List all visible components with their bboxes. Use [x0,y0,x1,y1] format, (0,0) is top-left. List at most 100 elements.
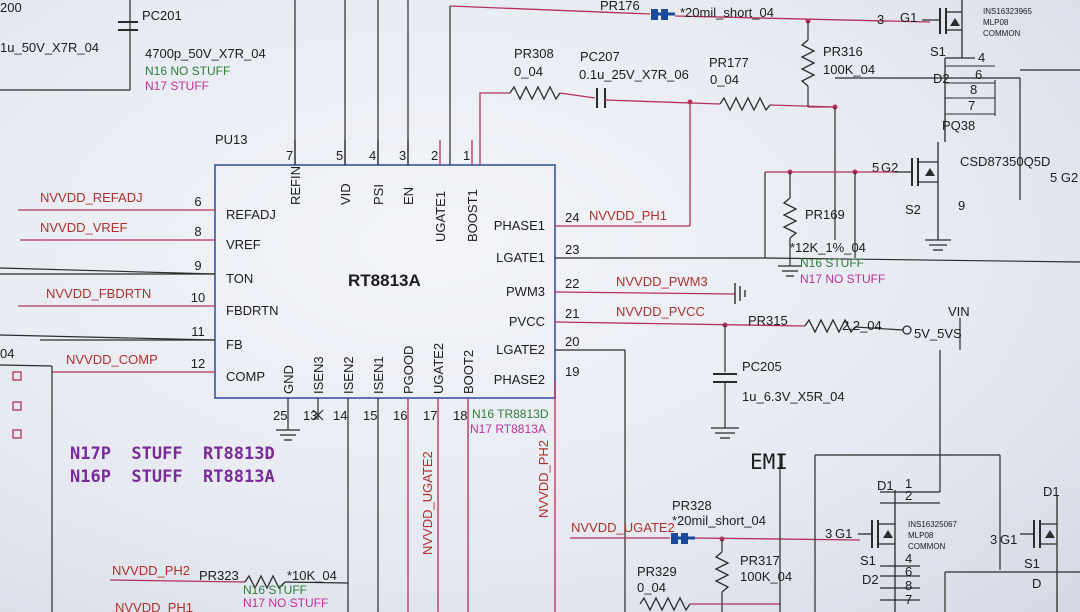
vin-label: VIN [948,304,970,319]
pr329-ref: PR329 [637,564,677,579]
pr169-area: PR169 *12K_1%_04 N16 STUFF N17 NO STUFF [555,169,1080,286]
bottom-pin-name-13: ISEN3 [311,356,326,394]
ugate2-vertical-label: NVVDD_UGATE2 [420,451,435,555]
rail-5v-label: 5V_5VS [914,326,962,341]
left-pin-net-8: NVVDD_VREF [40,220,127,235]
right-pin-name-19: PHASE2 [494,372,545,387]
pq38-pin9: 9 [958,198,965,213]
pr317-value: 100K_04 [740,569,792,584]
far-right-d1: D1 [1043,484,1060,499]
bottom-pin-num-13: 13 [303,408,317,423]
pq38-s2: S2 [905,202,921,217]
bottom-mos-pin-1: 1 [905,476,912,491]
notes: N17P STUFF RT8813D N16P STUFF RT8813A EM… [70,444,788,487]
top-pin-name-7: REFIN [288,166,303,205]
pr169-n17: N17 NO STUFF [800,272,885,286]
pr328-short-label: *20mil_short_04 [672,513,766,528]
pr316-resistor [800,39,816,87]
pq38-pin-8: 8 [970,82,977,97]
pr176-short-label: *20mil_short_04 [680,5,774,20]
pr308-value: 0_04 [514,64,543,79]
frag-200: 200 [0,0,22,15]
top-pin-num-1: 1 [463,148,470,163]
bottom-desc-3: COMMON [908,542,946,551]
pq38-desc-1: INS16323965 [983,7,1032,16]
pq38-lower-mosfet [895,142,951,251]
bottom-mos-pin-2: 2 [905,488,912,503]
bottom-mos-pin-8: 8 [905,578,912,593]
pr323-n17: N17 NO STUFF [243,596,328,610]
far-right-g1-num: 3 [990,532,997,547]
left-pin-num-12: 12 [191,356,205,371]
pq38-desc-3: COMMON [983,29,1021,38]
bottom-pin-num-17: 17 [423,408,437,423]
ph2-vertical-label: NVVDD_PH2 [536,440,551,518]
bottom-mos-pin-6: 6 [905,564,912,579]
right-pin-net-22: NVVDD_PWM3 [616,274,708,289]
left-pin-net-6: NVVDD_REFADJ [40,190,143,205]
top-right-area: PR176 *20mil_short_04 PR316 100K_04 3 G1… [449,0,1080,251]
pr169-value: *12K_1%_04 [790,240,866,255]
chip-pins: 6REFADJNVVDD_REFADJ8VREFNVVDD_VREF9TON10… [0,140,708,423]
bottom-pin-name-15: ISEN1 [371,356,386,394]
pq38-g1: G1 [900,10,917,25]
bottom-d2: D2 [862,572,879,587]
pr329-value: 0_04 [637,580,666,595]
right-pin-num-24: 24 [565,210,579,225]
pc207-ref: PC207 [580,49,620,64]
top-pin-name-3: EN [401,187,416,205]
bottom-upper-mosfet [858,490,940,612]
chip-rt8813a: PU13 RT8813A 6REFADJNVVDD_REFADJ8VREFNVV… [0,132,708,436]
left-wires: 04 [0,0,409,612]
bottom-pin-name-14: ISEN2 [341,356,356,394]
left-pin-num-11: 11 [191,324,205,339]
pc201-n17: N17 STUFF [145,79,209,93]
right-pin-name-24: PHASE1 [494,218,545,233]
bottom-pin-num-16: 16 [393,408,407,423]
bottom-desc-1: INS16325067 [908,520,957,529]
pc205-ref: PC205 [742,359,782,374]
note-n16p: N16P STUFF RT8813A [70,467,275,487]
pr169-n16: N16 STUFF [800,256,864,270]
rail-5v-connector [902,325,912,335]
pq38-pin3: 3 [877,12,884,27]
bottom-d1: D1 [877,478,894,493]
pq38-part: CSD87350Q5D [960,154,1050,169]
pq38-desc-2: MLP08 [983,18,1009,27]
far-right-d: D [1032,576,1041,591]
top-pin-num-7: 7 [286,148,293,163]
left-pin-num-6: 6 [194,194,201,209]
chip-n16-note: N16 TR8813D [472,407,549,421]
left-pin-name-12: COMP [226,369,265,384]
left-pin-num-8: 8 [194,224,201,239]
right-pin-name-20: LGATE2 [496,342,545,357]
bottom-pin-name-17: UGATE2 [431,343,446,394]
pr323-resistor [244,574,286,590]
right-pin-num-19: 19 [565,364,579,379]
top-pin-num-4: 4 [369,148,376,163]
far-right-g1: G1 [1000,532,1017,547]
top-pin-name-1: BOOST1 [465,189,480,242]
ugate2-net-label: NVVDD_UGATE2 [571,520,675,535]
right-pin-num-23: 23 [565,242,579,257]
pq38-pin-6: 6 [975,67,982,82]
boost-network: PR308 0_04 PC207 0.1u_25V_X7R_06 PR177 0… [479,46,836,226]
right-pin-num-21: 21 [565,306,579,321]
pr328-ref: PR328 [672,498,712,513]
right-pin-net-24: NVVDD_PH1 [589,208,667,223]
right-pin-name-22: PWM3 [506,284,545,299]
top-pin-num-5: 5 [336,148,343,163]
left-pin-num-9: 9 [194,258,201,273]
pc207-value: 0.1u_25V_X7R_06 [579,67,689,82]
ph2-net-left: NVVDD_PH2 [112,563,190,578]
pr323-n16: N16 STUFF [243,583,307,597]
pr329-resistor [639,596,691,612]
left-pin-name-8: VREF [226,237,261,252]
bottom-pin-num-15: 15 [363,408,377,423]
note-emi: EMI [750,450,788,474]
pq38-s1: S1 [930,44,946,59]
pr317-resistor [714,551,730,593]
pq38-pin-4: 4 [978,50,985,65]
left-pin-name-11: FB [226,337,243,352]
